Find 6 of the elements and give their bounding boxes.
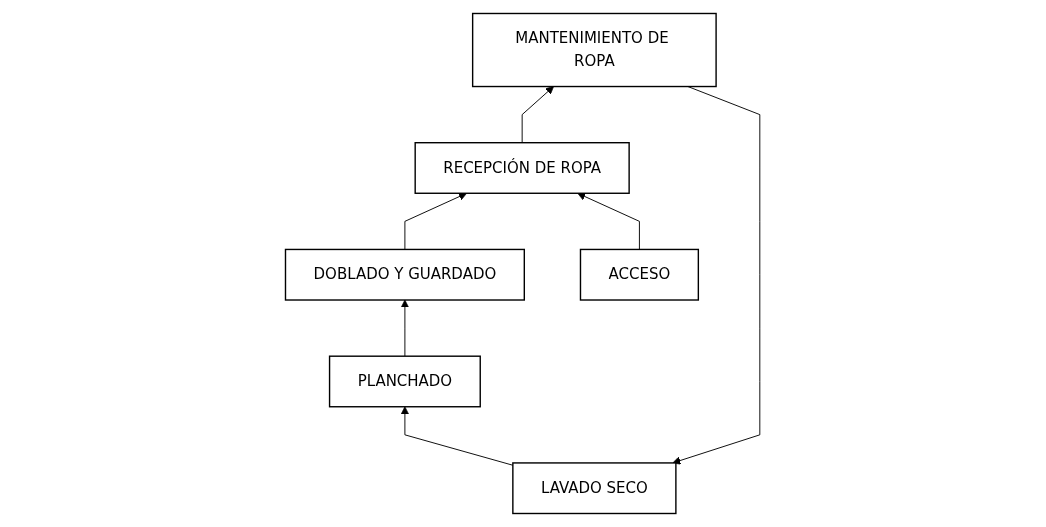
node-box: DOBLADO Y GUARDADO: [285, 248, 526, 301]
node-box: ACCESO: [580, 248, 700, 301]
node-box: RECEPCIÓN DE ROPA: [414, 142, 631, 194]
node-box: MANTENIMIENTO DE ROPA: [472, 12, 718, 88]
node-box: PLANCHADO: [329, 355, 482, 408]
node-box: LAVADO SECO: [512, 462, 677, 515]
